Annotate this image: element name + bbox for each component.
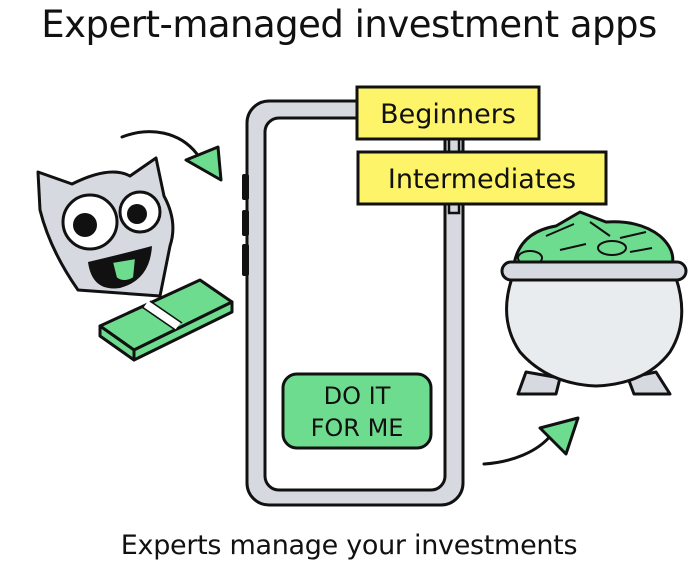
sign-beginners: Beginners [355,85,541,141]
page-title: Expert-managed investment apps [41,3,657,46]
sign-intermediates-label: Intermediates [388,164,576,195]
button-line-2: FOR ME [311,414,404,442]
sign-intermediates: Intermediates [356,150,608,206]
monster-character-icon [36,156,175,298]
arrow-to-phone-icon [120,130,223,182]
button-line-1: DO IT [324,382,391,410]
do-it-for-me-button[interactable]: DO IT FOR ME [281,372,433,450]
cash-stack-icon [98,278,234,362]
sign-beginners-label: Beginners [380,99,516,130]
caption: Experts manage your investments [120,530,578,561]
arrow-to-pot-icon [482,416,580,466]
money-pot-icon [500,210,688,396]
